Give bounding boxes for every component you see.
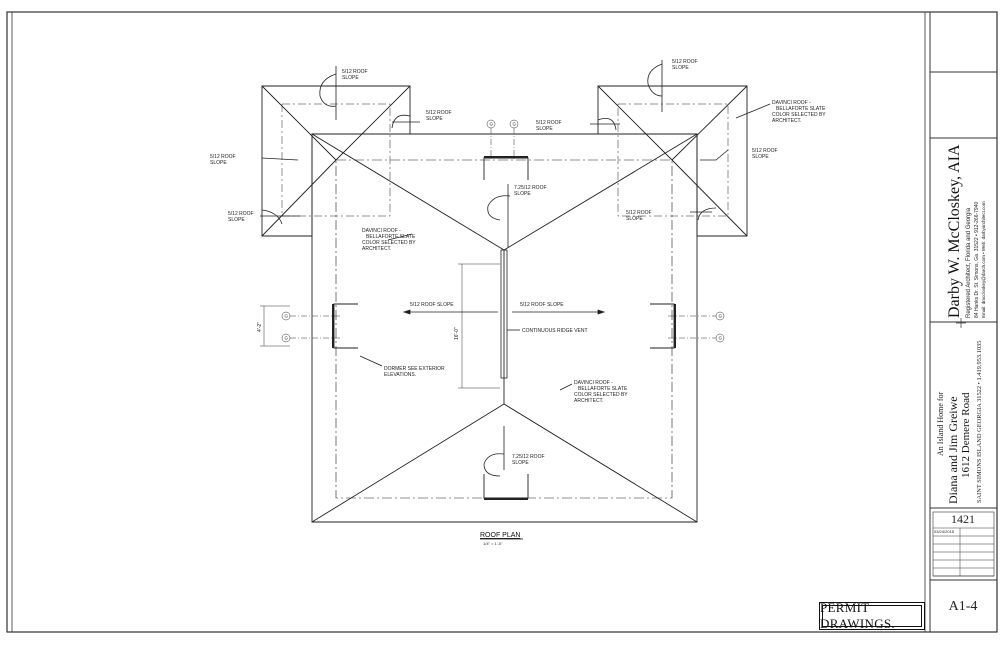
svg-text:SLOPE: SLOPE <box>752 154 769 160</box>
svg-text:BELLAFORTE SLATE: BELLAFORTE SLATE <box>366 234 416 240</box>
material-labels: DAVINCI ROOF - BELLAFORTE SLATE COLOR SE… <box>362 100 826 404</box>
svg-text:DAVINCI ROOF -: DAVINCI ROOF - <box>574 380 613 386</box>
bottom-dormer <box>483 474 529 499</box>
svg-text:5/12 ROOF: 5/12 ROOF <box>752 148 778 154</box>
svg-text:SLOPE: SLOPE <box>342 75 359 81</box>
drawing-scale: 1/4" = 1'-0" <box>483 541 503 546</box>
project-line3: 1612 Demere Road <box>960 392 972 478</box>
svg-text:ARCHITECT.: ARCHITECT. <box>574 398 603 404</box>
svg-text:G: G <box>513 122 517 127</box>
project-line4: SAINT SIMONS ISLAND GEORGIA 31522 • 1.41… <box>976 340 983 503</box>
architect-line1: Registered Architect, Florida and Georgi… <box>966 207 972 318</box>
slope-labels: 5/12 ROOF SLOPE 5/12 ROOF SLOPE 5/12 ROO… <box>210 59 778 466</box>
svg-text:5/12 ROOF: 5/12 ROOF <box>672 59 698 65</box>
svg-text:5/12 ROOF: 5/12 ROOF <box>426 110 452 116</box>
architect-line2: 84 Hanks Dr. St. Simons, Ga. 31522 • 912… <box>974 201 980 318</box>
svg-text:5/12 ROOF SLOPE: 5/12 ROOF SLOPE <box>520 302 564 308</box>
sheet-number: A1-4 <box>948 599 978 614</box>
slope-arrows <box>260 60 771 477</box>
grid-markers <box>281 119 725 343</box>
right-tower-wall <box>617 103 729 217</box>
svg-text:COLOR SELECTED BY: COLOR SELECTED BY <box>574 392 628 398</box>
svg-text:SLOPE: SLOPE <box>210 160 227 166</box>
svg-text:SLOPE: SLOPE <box>626 216 643 222</box>
svg-text:COLOR SELECTED BY: COLOR SELECTED BY <box>772 112 826 118</box>
drawing-area-border <box>11 11 926 633</box>
dim-ridge-length: 16'-0" <box>454 327 460 340</box>
drawing-title: ROOF PLAN <box>480 532 520 539</box>
svg-text:CONTINUOUS RIDGE VENT: CONTINUOUS RIDGE VENT <box>522 328 588 334</box>
svg-text:G: G <box>285 336 289 341</box>
dim-left: 4'-2" <box>257 322 263 332</box>
svg-text:G: G <box>719 336 723 341</box>
svg-text:5/12 ROOF: 5/12 ROOF <box>228 211 254 217</box>
project-line1: An Island Home for <box>936 391 945 456</box>
project-number: 1421 <box>951 512 975 526</box>
title-block-frame <box>929 12 997 632</box>
permit-drawings-stamp: PERMIT DRAWINGS. <box>819 600 925 631</box>
top-dormer <box>483 157 529 180</box>
svg-text:ARCHITECT.: ARCHITECT. <box>362 246 391 252</box>
svg-text:DORMER SEE EXTERIOR: DORMER SEE EXTERIOR <box>384 366 445 372</box>
svg-text:7.25/12 ROOF: 7.25/12 ROOF <box>512 454 545 460</box>
architect-name: Darby W. McCloskey, AIA <box>946 144 963 318</box>
left-dormer <box>333 303 358 349</box>
svg-text:SLOPE: SLOPE <box>536 126 553 132</box>
grid-marker-labels: G G G G G G <box>285 122 723 341</box>
svg-text:DAVINCI ROOF -: DAVINCI ROOF - <box>772 100 811 106</box>
project-line2: Diana and Jim Greiwe <box>946 396 960 504</box>
project-date: 03/24/2015 <box>934 529 955 534</box>
main-roof-eave <box>311 133 698 523</box>
architect-line3: Email: dmccloskey@darch.com • Web: darby… <box>981 201 986 318</box>
svg-text:BELLAFORTE SLATE: BELLAFORTE SLATE <box>776 106 826 112</box>
dimension-lines <box>260 263 500 389</box>
ridge-vent <box>500 249 508 379</box>
svg-text:BELLAFORTE SLATE: BELLAFORTE SLATE <box>578 386 628 392</box>
svg-text:5/12 ROOF: 5/12 ROOF <box>210 154 236 160</box>
svg-text:SLOPE: SLOPE <box>228 217 245 223</box>
title-block-crosshair <box>956 318 966 328</box>
svg-text:SLOPE: SLOPE <box>514 191 531 197</box>
svg-text:5/12 ROOF: 5/12 ROOF <box>536 120 562 126</box>
svg-text:SLOPE: SLOPE <box>672 65 689 71</box>
svg-text:COLOR SELECTED BY: COLOR SELECTED BY <box>362 240 416 246</box>
svg-text:7.25/12 ROOF: 7.25/12 ROOF <box>514 185 547 191</box>
svg-text:5/12 ROOF: 5/12 ROOF <box>342 69 368 75</box>
svg-text:G: G <box>490 122 494 127</box>
svg-text:DAVINCI ROOF -: DAVINCI ROOF - <box>362 228 401 234</box>
svg-text:ELEVATIONS.: ELEVATIONS. <box>384 372 416 378</box>
svg-text:G: G <box>285 314 289 319</box>
svg-text:ARCHITECT.: ARCHITECT. <box>772 118 801 124</box>
svg-text:SLOPE: SLOPE <box>512 460 529 466</box>
roof-plan <box>261 85 748 523</box>
right-dormer <box>650 303 675 349</box>
svg-text:5/12 ROOF SLOPE: 5/12 ROOF SLOPE <box>410 302 454 308</box>
svg-text:5/12 ROOF: 5/12 ROOF <box>626 210 652 216</box>
svg-text:SLOPE: SLOPE <box>426 116 443 122</box>
svg-text:G: G <box>719 314 723 319</box>
